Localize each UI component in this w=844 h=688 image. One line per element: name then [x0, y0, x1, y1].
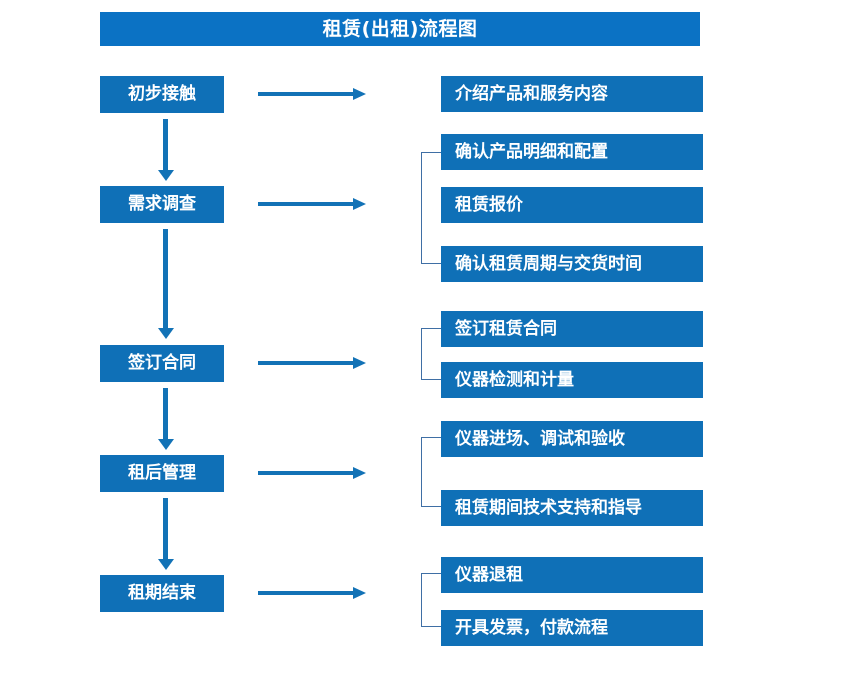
stage-box-5[interactable]: 租期结束 [100, 575, 224, 612]
detail-box-5-1[interactable]: 仪器退租 [441, 557, 703, 593]
flow-arrow-down-2 [158, 229, 174, 339]
detail-box-2-2[interactable]: 租赁报价 [441, 187, 703, 223]
bracket-group-3 [421, 328, 441, 380]
page-title: 租赁(出租)流程图 [100, 12, 700, 46]
stage-box-3[interactable]: 签订合同 [100, 345, 224, 382]
bracket-group-2 [421, 152, 441, 264]
link-arrow-right-3 [258, 356, 366, 370]
detail-box-2-3[interactable]: 确认租赁周期与交货时间 [441, 246, 703, 282]
detail-box-3-1[interactable]: 签订租赁合同 [441, 311, 703, 347]
flow-arrow-down-4 [158, 498, 174, 570]
link-arrow-right-2 [258, 197, 366, 211]
detail-box-3-2[interactable]: 仪器检测和计量 [441, 362, 703, 398]
link-arrow-right-5 [258, 586, 366, 600]
stage-box-1[interactable]: 初步接触 [100, 76, 224, 113]
link-arrow-right-1 [258, 87, 366, 101]
stage-box-4[interactable]: 租后管理 [100, 455, 224, 492]
link-arrow-right-4 [258, 466, 366, 480]
detail-box-5-2[interactable]: 开具发票，付款流程 [441, 610, 703, 646]
detail-box-4-2[interactable]: 租赁期间技术支持和指导 [441, 490, 703, 526]
flow-arrow-down-3 [158, 388, 174, 450]
bracket-group-4 [421, 437, 441, 507]
detail-box-2-1[interactable]: 确认产品明细和配置 [441, 134, 703, 170]
bracket-group-5 [421, 573, 441, 627]
detail-box-4-1[interactable]: 仪器进场、调试和验收 [441, 421, 703, 457]
flow-arrow-down-1 [158, 119, 174, 181]
detail-box-1-1[interactable]: 介绍产品和服务内容 [441, 76, 703, 112]
stage-box-2[interactable]: 需求调查 [100, 186, 224, 223]
